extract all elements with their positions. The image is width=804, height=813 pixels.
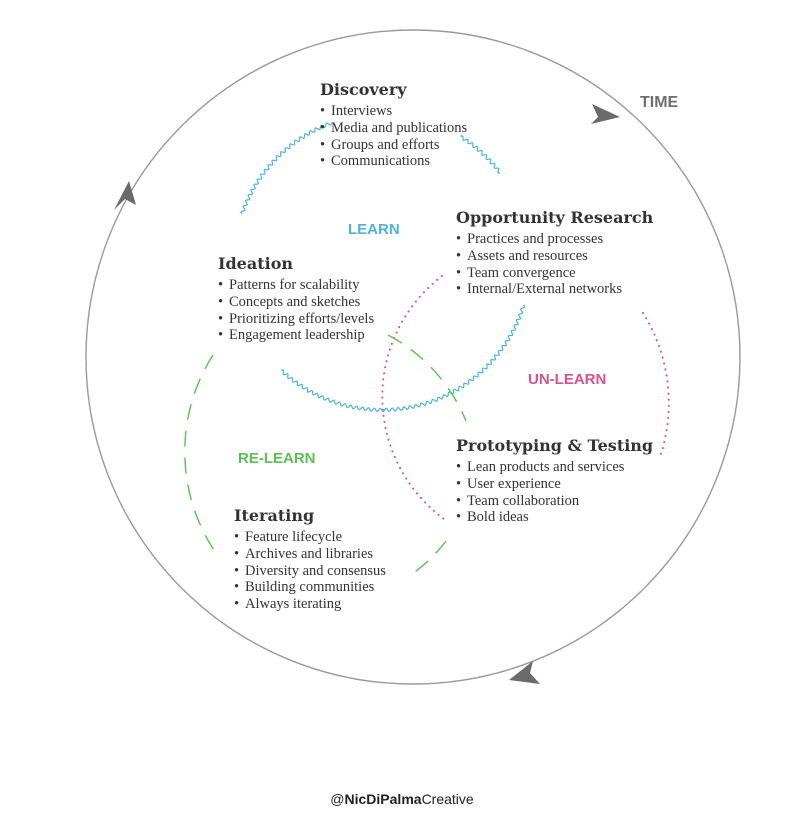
block-title: Opportunity Research: [456, 208, 654, 227]
learn-arc-bottom: [280, 304, 526, 413]
list-item: Always iterating: [234, 596, 386, 613]
phase-learn: LEARN: [348, 221, 400, 238]
list-item: Bold ideas: [456, 509, 653, 526]
block-iterating: Iterating Feature lifecycle Archives and…: [234, 506, 386, 613]
list-item: Team convergence: [456, 265, 653, 282]
list-item: Interviews: [320, 103, 467, 120]
phase-relearn: RE-LEARN: [238, 450, 316, 467]
unlearn-arc-left: [381, 275, 445, 520]
block-title: Prototyping & Testing: [456, 436, 654, 455]
block-discovery: Discovery Interviews Media and publicati…: [320, 80, 467, 170]
block-opportunity-research: Opportunity Research Practices and proce…: [456, 208, 653, 298]
phase-unlearn: UN-LEARN: [528, 371, 607, 388]
time-circle: [85, 29, 741, 685]
credit-bold: NicDiPalma: [344, 791, 422, 807]
list-item: Building communities: [234, 579, 386, 596]
time-label: TIME: [640, 94, 679, 111]
learn-arc-left: [240, 122, 332, 215]
list-item: Communications: [320, 153, 467, 170]
credit-line: @NicDiPalmaCreative: [0, 791, 804, 807]
relearn-arc-bottom: [411, 540, 447, 575]
credit-prefix: @: [330, 791, 345, 807]
list-item: Feature lifecycle: [234, 529, 386, 546]
unlearn-arc-right: [642, 312, 670, 455]
block-title: Discovery: [320, 80, 407, 99]
item-list: Feature lifecycle Archives and libraries…: [234, 529, 386, 613]
arrow-top-right-icon: [591, 104, 620, 124]
list-item: Team collaboration: [456, 493, 653, 510]
list-item: Media and publications: [320, 120, 467, 137]
credit-suffix: Creative: [421, 791, 474, 807]
list-item: Concepts and sketches: [218, 294, 374, 311]
item-list: Interviews Media and publications Groups…: [320, 103, 467, 170]
list-item: Internal/External networks: [456, 281, 653, 298]
list-item: Diversity and consensus: [234, 563, 386, 580]
arrow-left-icon: [114, 181, 136, 210]
list-item: Lean products and services: [456, 459, 653, 476]
list-item: User experience: [456, 476, 653, 493]
block-ideation: Ideation Patterns for scalability Concep…: [218, 254, 374, 344]
relearn-arc-left: [184, 354, 219, 557]
block-title: Ideation: [218, 254, 293, 273]
block-prototyping-testing: Prototyping & Testing Lean products and …: [456, 436, 653, 526]
list-item: Practices and processes: [456, 231, 653, 248]
list-item: Prioritizing efforts/levels: [218, 311, 374, 328]
list-item: Patterns for scalability: [218, 277, 374, 294]
list-item: Archives and libraries: [234, 546, 386, 563]
item-list: Patterns for scalability Concepts and sk…: [218, 277, 374, 344]
block-title: Iterating: [234, 506, 315, 525]
item-list: Lean products and services User experien…: [456, 459, 653, 526]
learn-arc-right: [460, 135, 501, 174]
list-item: Groups and efforts: [320, 137, 467, 154]
item-list: Practices and processes Assets and resou…: [456, 231, 653, 298]
list-item: Assets and resources: [456, 248, 653, 265]
arrow-bottom-icon: [509, 661, 540, 684]
list-item: Engagement leadership: [218, 327, 374, 344]
relearn-arc-top: [387, 334, 467, 422]
